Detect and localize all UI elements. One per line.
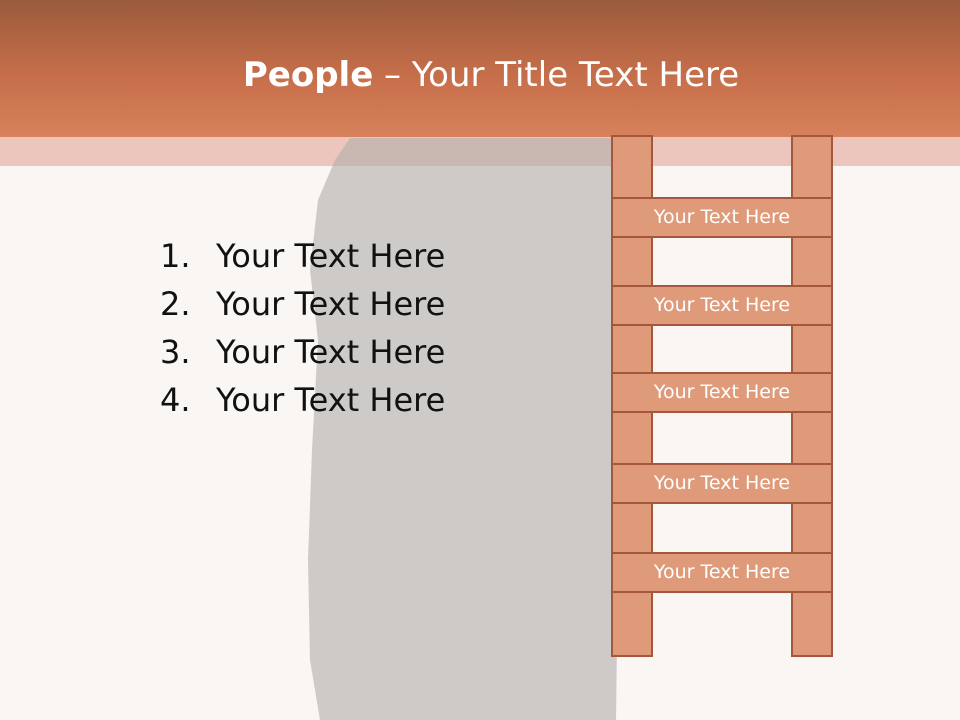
ladder-rail-segment bbox=[611, 236, 653, 288]
ladder-rung-5: Your Text Here bbox=[611, 552, 833, 593]
title-bar bbox=[0, 0, 960, 137]
ladder-rung-1: Your Text Here bbox=[611, 197, 833, 238]
numbered-list: 1.Your Text Here 2.Your Text Here 3.Your… bbox=[160, 232, 445, 424]
list-item: 1.Your Text Here bbox=[160, 237, 446, 275]
ladder-rail-segment bbox=[791, 135, 833, 199]
ladder-rail-segment bbox=[611, 411, 653, 465]
ladder-rail-segment bbox=[791, 591, 833, 657]
ladder-rail-segment bbox=[611, 324, 653, 374]
title-bold: People bbox=[242, 55, 374, 95]
list-item: 4.Your Text Here bbox=[160, 381, 446, 419]
ladder-rung-3: Your Text Here bbox=[611, 372, 833, 413]
ladder-rung-2: Your Text Here bbox=[611, 285, 833, 326]
ladder-rail-segment bbox=[611, 135, 653, 199]
ladder-rail-segment bbox=[611, 591, 653, 657]
list-item: 3.Your Text Here bbox=[160, 333, 446, 371]
ladder-rail-segment bbox=[791, 411, 833, 465]
list-item: 2.Your Text Here bbox=[160, 285, 446, 323]
ladder-rail-segment bbox=[791, 324, 833, 374]
title-rest: – Your Title Text Here bbox=[373, 55, 740, 95]
ladder-rail-segment bbox=[791, 236, 833, 288]
ladder-rail-segment bbox=[791, 502, 833, 555]
slide-title: People – Your Title Text Here bbox=[0, 52, 960, 98]
ladder-rung-4: Your Text Here bbox=[611, 463, 833, 504]
ladder-rail-segment bbox=[611, 502, 653, 555]
